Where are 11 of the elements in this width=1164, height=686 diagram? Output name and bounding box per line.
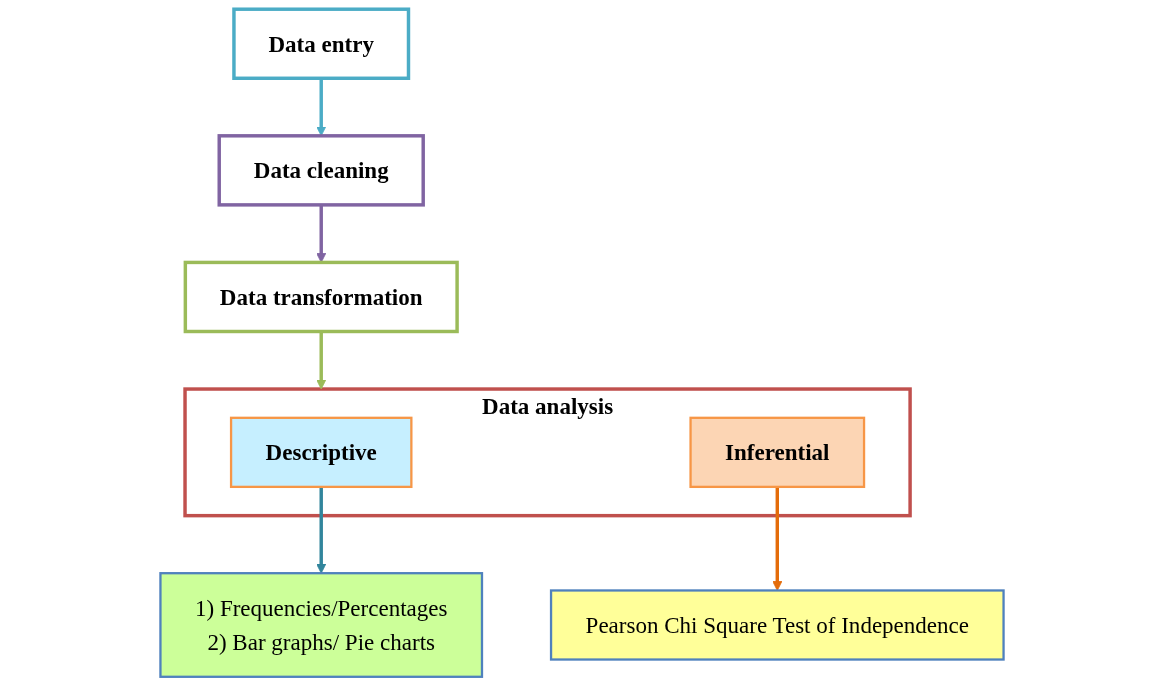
arrow (316, 331, 327, 390)
node-box: Data transformation (183, 260, 459, 334)
node-box: 1) Frequencies/Percentages 2) Bar graphs/ Pie charts (159, 572, 484, 678)
arrow (772, 486, 783, 591)
node-box: Pearson Chi Square Test of Independence (549, 589, 1005, 661)
node-box: Descriptive (229, 416, 413, 489)
node-box: Data cleaning (217, 134, 425, 207)
arrow (316, 204, 327, 263)
node-box: Inferential (689, 416, 866, 489)
node-box: Data entry (232, 7, 411, 80)
arrow (316, 486, 327, 574)
